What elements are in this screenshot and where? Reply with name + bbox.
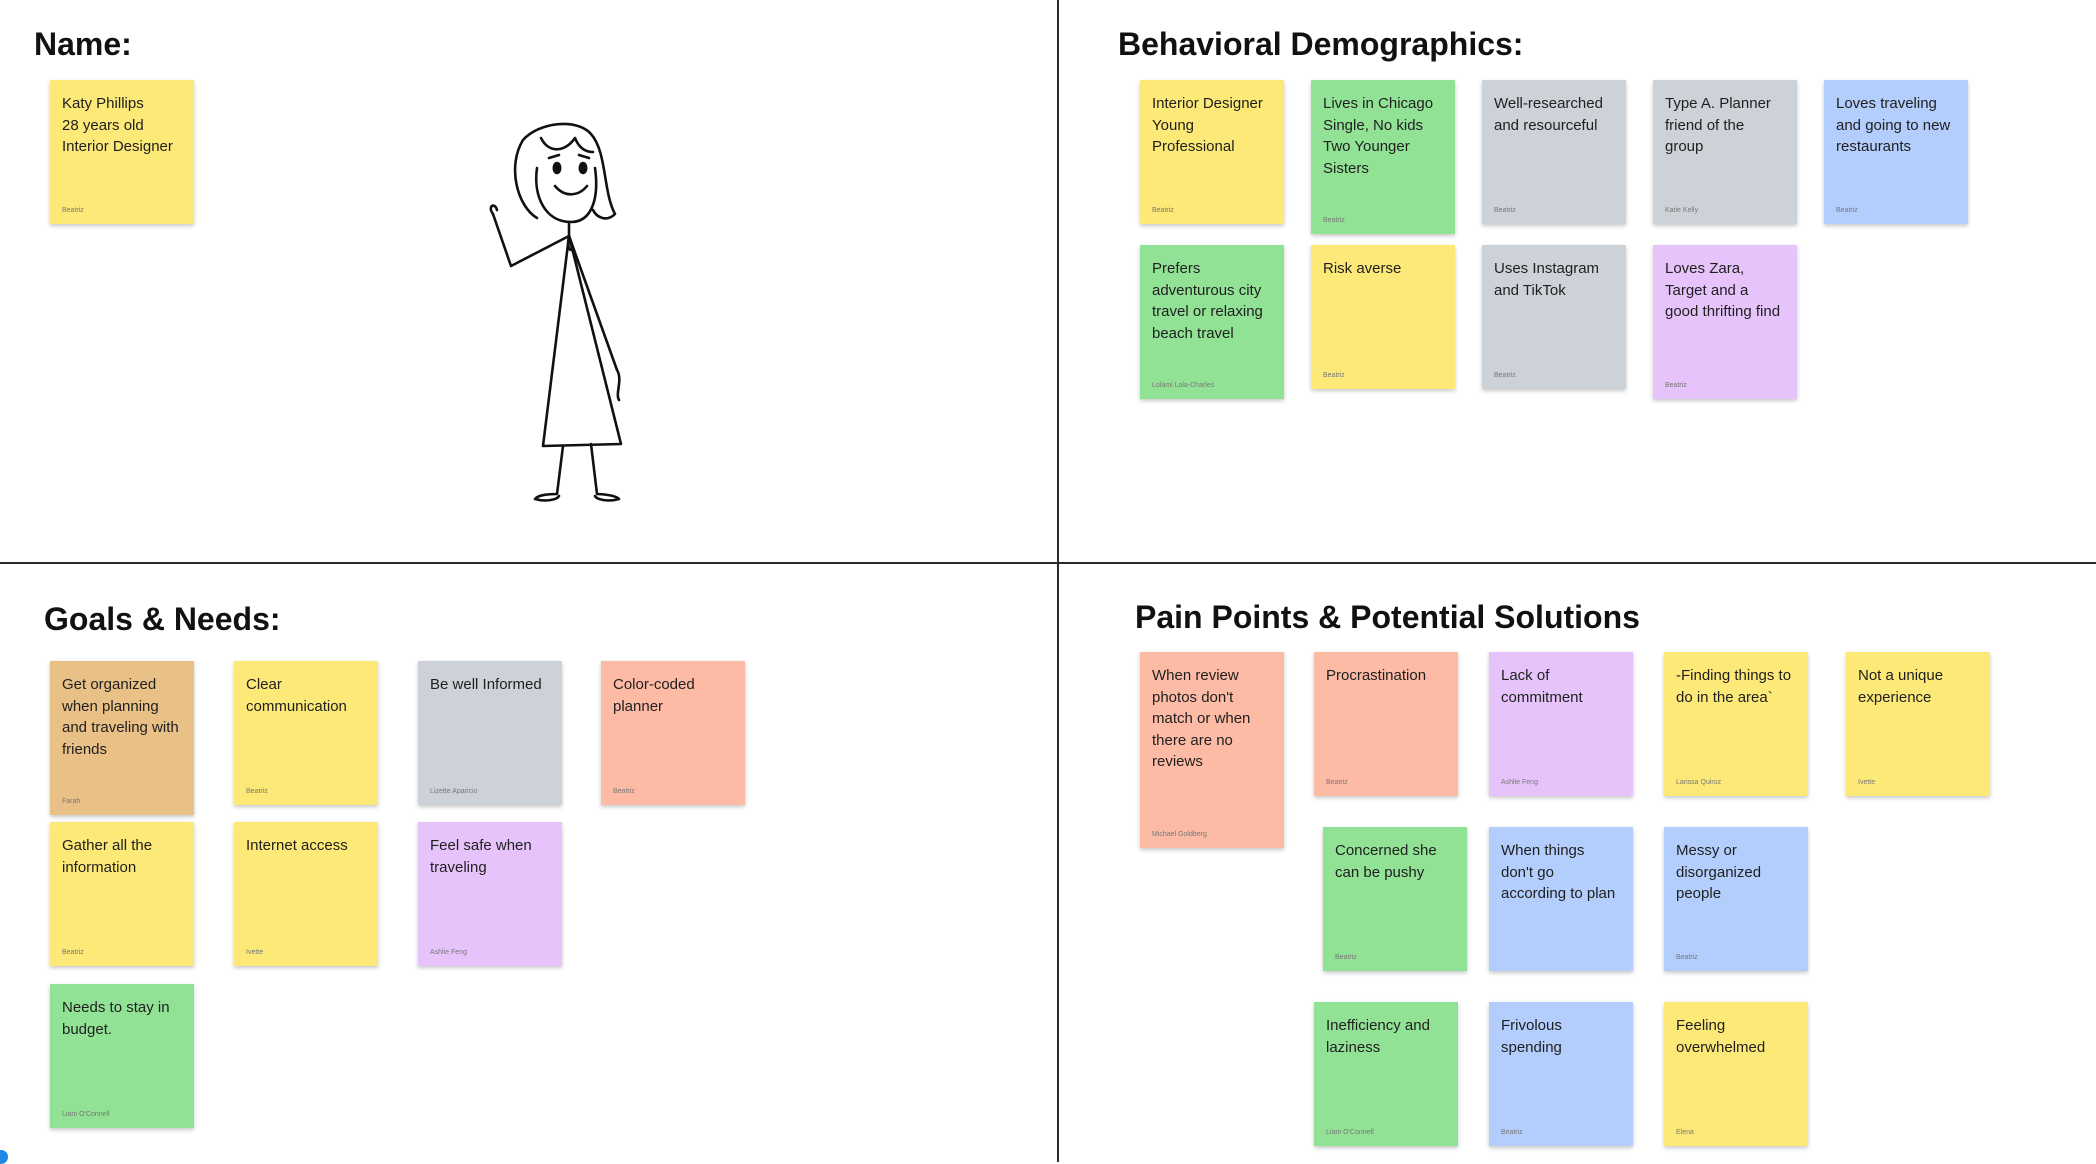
- sticky-note-author: Ivette: [246, 949, 264, 956]
- sticky-note-author: Beatriz: [613, 788, 635, 795]
- sticky-note-text: Loves traveling and going to new restaur…: [1836, 95, 1951, 155]
- sticky-note-author: Beatriz: [1676, 954, 1698, 961]
- woman-waving-stick-figure-icon: [489, 122, 623, 502]
- sticky-note-author: Beatriz: [1335, 954, 1357, 961]
- sticky-note-text: -Finding things to do in the area`: [1676, 667, 1792, 706]
- sticky-note-text: Uses Instagram and TikTok: [1494, 260, 1600, 299]
- sticky-note-text: Concerned she can be pushy: [1335, 842, 1437, 881]
- sticky-note[interactable]: Loves Zara, Target and a good thrifting …: [1653, 245, 1797, 399]
- sticky-note-author: Liam O'Connell: [62, 1111, 110, 1118]
- sticky-note-text: Lives in Chicago Single, No kids Two You…: [1323, 95, 1434, 177]
- sticky-note-text: Messy or disorganized people: [1676, 842, 1762, 902]
- sticky-note-text: Needs to stay in budget.: [62, 999, 170, 1038]
- vertical-divider: [1057, 0, 1059, 1162]
- sticky-note-author: Ivette: [1858, 779, 1876, 786]
- sticky-note-text: Feeling overwhelmed: [1676, 1017, 1766, 1056]
- sticky-note-text: When review photos don't match or when t…: [1152, 667, 1251, 770]
- canvas-cursor-indicator: [0, 1150, 8, 1164]
- sticky-note-text: Get organized when planning and travelin…: [62, 676, 179, 758]
- sticky-note-author: Larissa Quiroz: [1676, 779, 1722, 786]
- sticky-note-text: Frivolous spending: [1501, 1017, 1562, 1056]
- sticky-note-author: Katie Kelly: [1665, 207, 1699, 214]
- goals-section-title: Goals & Needs:: [44, 601, 281, 637]
- sticky-note-text: Interior Designer Young Professional: [1152, 95, 1263, 155]
- sticky-note-author: Beatriz: [1494, 372, 1516, 379]
- sticky-note-author: Beatriz: [246, 788, 268, 795]
- sticky-note-author: Beatriz: [1323, 372, 1345, 379]
- sticky-note-author: Beatriz: [1494, 207, 1516, 214]
- sticky-note-text: Inefficiency and laziness: [1326, 1017, 1430, 1056]
- sticky-note-text: Color-coded planner: [613, 676, 695, 715]
- sticky-note-text: Prefers adventurous city travel or relax…: [1152, 260, 1263, 342]
- sticky-note-author: Beatriz: [1836, 207, 1858, 214]
- sticky-note-text: Gather all the information: [62, 837, 153, 876]
- sticky-note[interactable]: Get organized when planning and travelin…: [50, 661, 194, 815]
- sticky-note-text: Be well Informed: [430, 676, 542, 693]
- sticky-note[interactable]: Lives in Chicago Single, No kids Two You…: [1311, 80, 1455, 234]
- sticky-note-text: Katy Phillips 28 years old Interior Desi…: [62, 95, 173, 155]
- sticky-note-text: Well-researched and resourceful: [1494, 95, 1603, 134]
- sticky-note[interactable]: Needs to stay in budget. Liam O'Connell: [50, 984, 194, 1128]
- sticky-note-author: Ashlie Feng: [430, 949, 467, 956]
- sticky-note-author: Beatriz: [1665, 382, 1687, 389]
- sticky-note-author: Beatriz: [1501, 1129, 1523, 1136]
- behavioral-section-title: Behavioral Demographics:: [1118, 26, 1524, 62]
- sticky-note[interactable]: Prefers adventurous city travel or relax…: [1140, 245, 1284, 399]
- sticky-note-author: Michael Goldberg: [1152, 831, 1207, 838]
- sticky-note-author: Farah: [62, 798, 81, 805]
- name-section-title: Name:: [34, 26, 132, 62]
- sticky-note-text: Lack of commitment: [1501, 667, 1583, 706]
- sticky-note-text: Procrastination: [1326, 667, 1427, 684]
- sticky-note[interactable]: When review photos don't match or when t…: [1140, 652, 1284, 848]
- sticky-note-author: Beatriz: [1152, 207, 1174, 214]
- sticky-note[interactable]: Katy Phillips 28 years old Interior Desi…: [50, 80, 194, 224]
- pain-section-title: Pain Points & Potential Solutions: [1135, 599, 1640, 635]
- sticky-note-author: Lizette Aparicio: [430, 788, 478, 795]
- sticky-note-text: Loves Zara, Target and a good thrifting …: [1665, 260, 1781, 320]
- sticky-note[interactable]: -Finding things to do in the area` Lariss…: [1664, 652, 1808, 796]
- sticky-note-author: Beatriz: [1326, 779, 1348, 786]
- sticky-note-author: Liam O'Connell: [1326, 1129, 1374, 1136]
- sticky-note[interactable]: Loves traveling and going to new restaur…: [1824, 80, 1968, 224]
- sticky-note-text: Internet access: [246, 837, 348, 854]
- sticky-note-text: Clear communication: [246, 676, 347, 715]
- sticky-note-author: Beatriz: [62, 949, 84, 956]
- sticky-note-author: Beatriz: [62, 207, 84, 214]
- sticky-note-author: Lolami Lola-Charles: [1152, 382, 1215, 389]
- sticky-note-text: Risk averse: [1323, 260, 1402, 277]
- sticky-note-author: Elena: [1676, 1129, 1694, 1136]
- sticky-note-text: Type A. Planner friend of the group: [1665, 95, 1771, 155]
- sticky-note-text: Feel safe when traveling: [430, 837, 532, 876]
- sticky-note[interactable]: When things don't go according to plan: [1489, 827, 1633, 971]
- sticky-note-author: Beatriz: [1323, 217, 1345, 224]
- horizontal-divider: [0, 562, 2096, 564]
- sticky-note-author: Ashlie Feng: [1501, 779, 1538, 786]
- sticky-note-text: When things don't go according to plan: [1501, 842, 1616, 902]
- sticky-note-text: Not a unique experience: [1858, 667, 1944, 706]
